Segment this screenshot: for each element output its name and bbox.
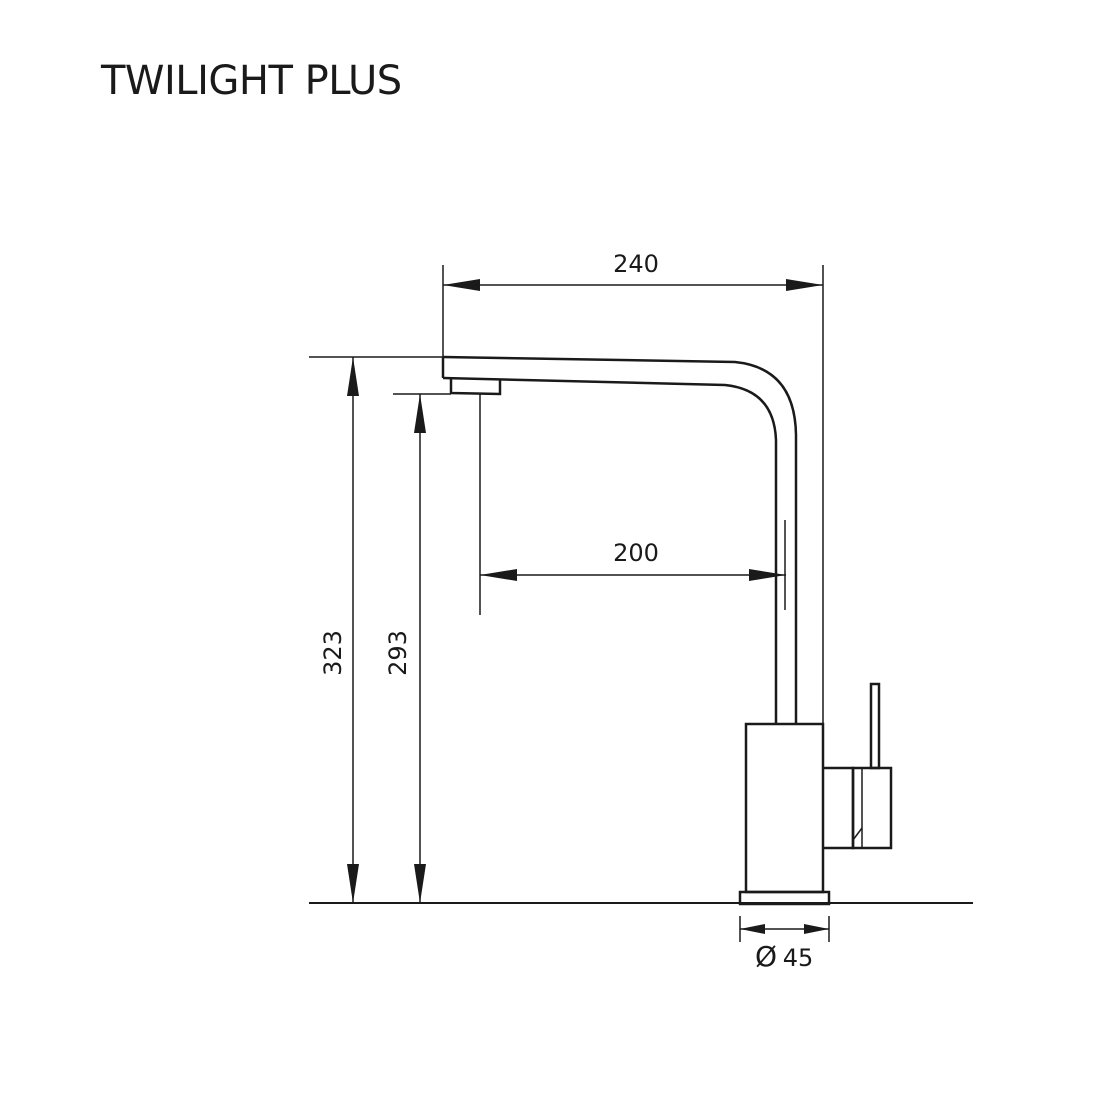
faucet-body — [744, 722, 825, 894]
arrowhead — [480, 569, 517, 581]
arrowhead — [347, 357, 359, 396]
arrowhead — [414, 394, 426, 433]
dimension-label-293: 293 — [384, 630, 412, 676]
spout-inner-profile — [442, 376, 778, 724]
arrowhead — [804, 924, 829, 934]
spout-outer-profile — [442, 355, 798, 724]
dimension-240: 240 — [442, 250, 824, 724]
arrowhead — [786, 279, 823, 291]
dimension-323: 323 — [309, 356, 443, 903]
handle-lever — [869, 682, 881, 770]
dimension-label-200: 200 — [613, 539, 659, 567]
faucet-outline — [441, 355, 893, 906]
aerator — [449, 378, 502, 396]
arrowhead — [443, 279, 480, 291]
dimension-293: 293 — [384, 393, 451, 903]
arrowhead — [414, 864, 426, 903]
handle-pointer — [852, 827, 863, 841]
dimension-200: 200 — [479, 394, 786, 615]
dimension-label-240: 240 — [613, 250, 659, 278]
arrowhead — [740, 924, 765, 934]
handle-connector — [823, 766, 855, 850]
arrowhead — [347, 864, 359, 903]
diameter-symbol: Ø — [755, 940, 777, 973]
product-title: TWILIGHT PLUS — [101, 58, 402, 104]
dimension-label-323: 323 — [319, 630, 347, 676]
dimension-label-45: 45 — [783, 944, 814, 972]
handle-housing — [851, 766, 893, 850]
dimension-diameter-45: Ø 45 — [739, 916, 830, 973]
arrowhead — [749, 569, 786, 581]
